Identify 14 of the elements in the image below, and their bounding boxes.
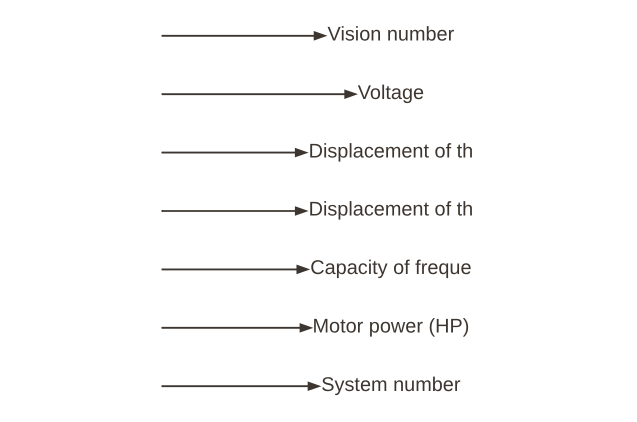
node-text: System number	[320, 374, 460, 396]
node-text: Capacity of freque	[310, 257, 472, 280]
arrow	[162, 148, 308, 158]
arrow	[162, 30, 327, 41]
arrow	[162, 381, 321, 392]
node-text: Vision number	[327, 24, 454, 46]
arrow	[162, 323, 313, 333]
node-text: Displacement of th	[308, 140, 473, 162]
arrow	[162, 206, 308, 216]
arrow	[162, 89, 358, 99]
node-text: Voltage	[357, 82, 424, 104]
node-text: Motor power (HP)	[312, 316, 469, 338]
arrow	[162, 264, 310, 274]
node-text: Displacement of th	[308, 198, 473, 221]
